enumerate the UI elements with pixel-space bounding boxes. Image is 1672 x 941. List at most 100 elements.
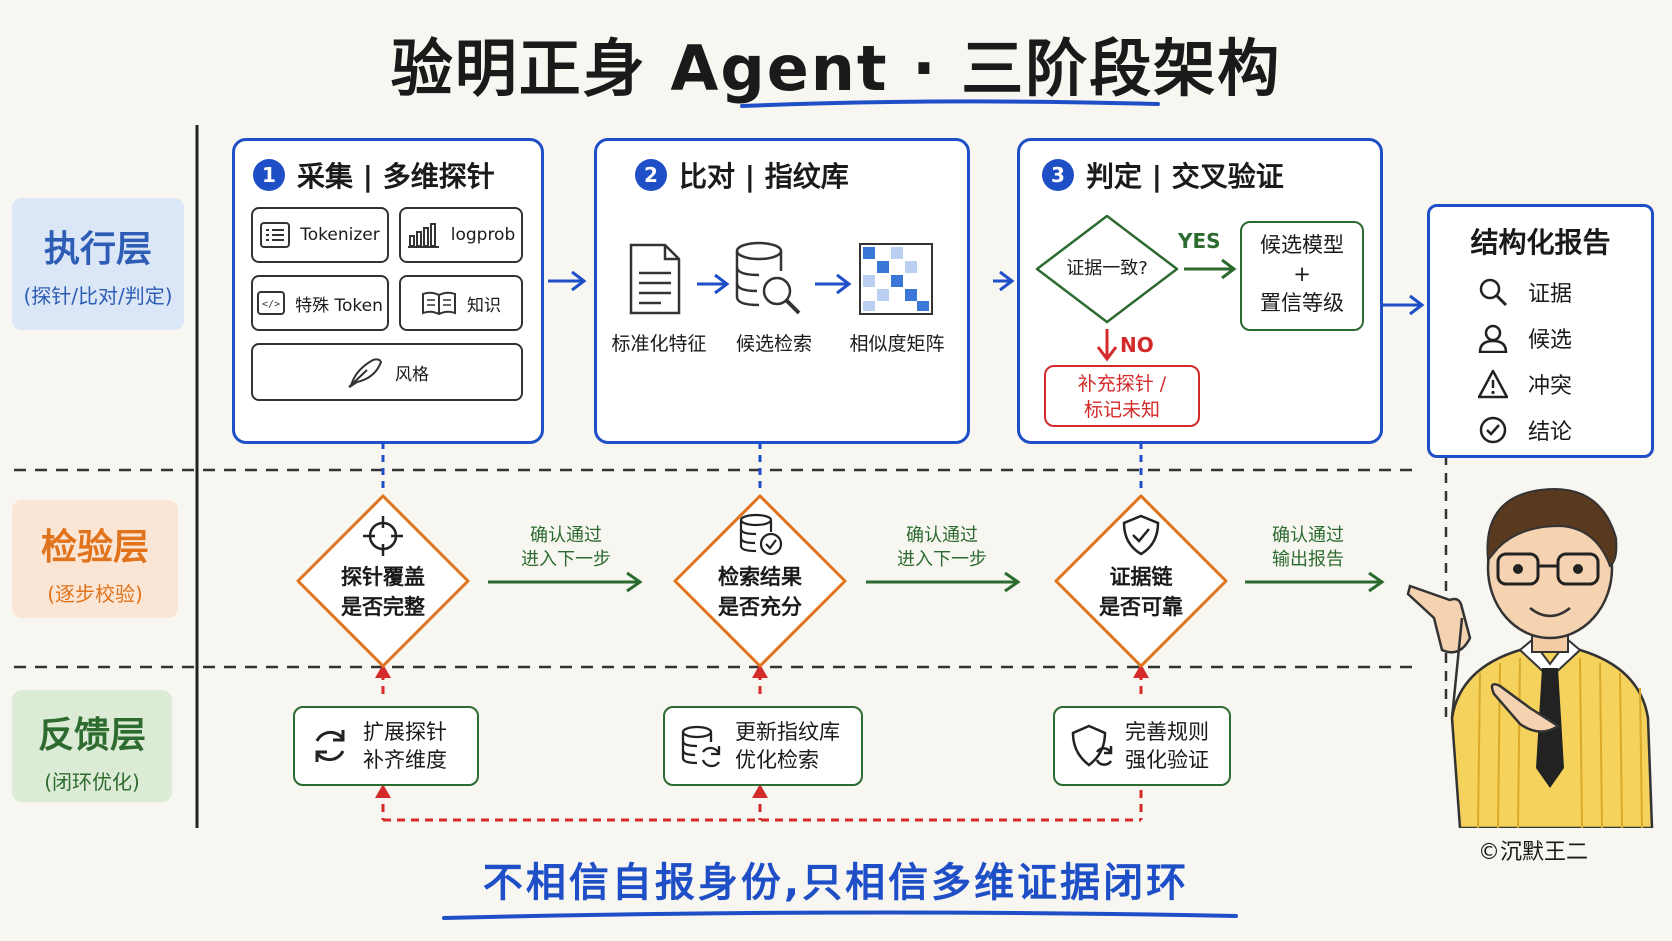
probe-knowledge: 知识	[399, 275, 523, 331]
layer-check: 检验层 (逐步校验)	[12, 500, 178, 618]
stage2-box: 2 比对 | 指纹库 标准化特征 候选检索 相似度矩阵	[594, 138, 970, 444]
report-item-conflict: 冲突	[1478, 361, 1651, 407]
stage1-number: 1	[253, 159, 285, 191]
warning-icon	[1478, 369, 1508, 399]
report-item-conclusion: 结论	[1478, 407, 1651, 453]
check-2-text: 检索结果 是否充分	[671, 562, 849, 622]
stage1-header: 1 采集 | 多维探针	[253, 155, 495, 195]
layer-exec: 执行层 (探针/比对/判定)	[12, 198, 184, 330]
probe-style: 风格	[251, 343, 523, 401]
probe-special-token: </> 特殊 Token	[251, 275, 389, 331]
layer-check-sub: (逐步校验)	[47, 582, 143, 606]
layer-feedback-sub: (闭环优化)	[44, 770, 140, 794]
stage2-arrows	[697, 273, 852, 295]
feedback-box-1: 扩展探针 补齐维度	[293, 706, 479, 786]
feedback-3-line1: 完善规则	[1125, 720, 1209, 744]
layer-check-name: 检验层	[40, 527, 149, 568]
feedback-2-line2: 优化检索	[735, 748, 819, 772]
svg-text:</>: </>	[262, 299, 280, 310]
check-1-text: 探针覆盖 是否完整	[294, 562, 472, 622]
feedback-1-line1: 扩展探针	[363, 720, 447, 744]
report-label: 冲突	[1528, 374, 1573, 399]
layer-feedback: 反馈层 (闭环优化)	[12, 690, 172, 802]
probe-tokenizer: Tokenizer	[251, 207, 389, 263]
decision-text: 证据一致?	[1066, 258, 1148, 279]
report-label: 结论	[1528, 420, 1573, 445]
search-icon	[1479, 278, 1508, 307]
link-2-line1: 确认通过	[906, 525, 978, 546]
report-label: 候选	[1528, 328, 1573, 353]
layer-feedback-name: 反馈层	[37, 715, 146, 756]
page-title: 验明正身 Agent · 三阶段架构	[390, 32, 1282, 105]
stage3-header: 3 判定 | 交叉验证	[1042, 155, 1284, 195]
stage3-title: 判定 | 交叉验证	[1086, 160, 1284, 193]
check-3-line2: 是否可靠	[1099, 595, 1183, 619]
database-search-icon	[735, 241, 801, 315]
feedback-box-2: 更新指纹库 优化检索	[663, 706, 863, 786]
link-2-line2: 进入下一步	[897, 549, 987, 570]
decision-arrows	[1096, 258, 1237, 362]
signature: ©沉默王二	[1478, 840, 1589, 865]
check-link-1: 确认通过 进入下一步	[496, 524, 636, 572]
refresh-icon	[315, 730, 345, 762]
plus-sign: +	[1293, 262, 1311, 286]
stage1-box: 1 采集 | 多维探针 Tokenizer logprob </> 特殊 Tok…	[232, 138, 544, 444]
link-1-line1: 确认通过	[530, 525, 602, 546]
check-diamond-1	[296, 494, 470, 668]
confidence-level: 置信等级	[1260, 291, 1344, 315]
layer-exec-sub: (探针/比对/判定)	[23, 284, 173, 308]
check-3-line1: 证据链	[1109, 565, 1173, 589]
shield-check-icon	[1122, 514, 1160, 556]
feedback-box-3: 完善规则 强化验证	[1053, 706, 1231, 786]
database-check-icon	[739, 513, 783, 556]
yes-result-box: 候选模型 + 置信等级	[1240, 221, 1364, 331]
link-3-line2: 输出报告	[1272, 549, 1344, 570]
check-2-line1: 检索结果	[718, 565, 802, 589]
user-icon	[1478, 324, 1508, 353]
database-refresh-icon	[681, 725, 721, 768]
candidate-model: 候选模型	[1260, 233, 1344, 257]
check-diamond-2	[673, 494, 847, 668]
link-1-line2: 进入下一步	[521, 549, 611, 570]
probe-label: 风格	[395, 364, 429, 385]
report-label: 证据	[1528, 282, 1573, 307]
check-diamond-3	[1054, 494, 1228, 668]
document-icon	[629, 243, 681, 315]
step-matrix: 相似度矩阵	[849, 333, 945, 355]
report-box: 结构化报告 证据 候选 冲突 结论	[1427, 204, 1654, 458]
crosshair-icon	[363, 516, 403, 556]
check-link-3: 确认通过 输出报告	[1238, 524, 1378, 572]
supplement-probe: 补充探针 /	[1077, 373, 1167, 395]
stage2-header: 2 比对 | 指纹库	[635, 155, 849, 195]
similarity-matrix-icon	[859, 243, 933, 315]
probe-logprob: logprob	[399, 207, 523, 263]
check-1-line1: 探针覆盖	[341, 565, 425, 589]
no-label: NO	[1120, 333, 1154, 357]
check-circle-icon	[1479, 416, 1507, 444]
decision-diamond	[1035, 214, 1179, 324]
report-title: 结构化报告	[1470, 226, 1611, 259]
probe-label: 特殊 Token	[295, 295, 383, 316]
title-underline	[740, 99, 1160, 108]
book-icon	[422, 291, 456, 316]
feedback-1-line2: 补齐维度	[363, 748, 447, 772]
step-normalize: 标准化特征	[611, 333, 707, 355]
no-result-box: 补充探针 / 标记未知	[1044, 365, 1200, 427]
stage3-box: 3 判定 | 交叉验证 证据一致? YES NO 候选模型 + 置信等级 补充探…	[1017, 138, 1383, 444]
probe-label: Tokenizer	[300, 225, 380, 245]
shield-refresh-icon	[1071, 724, 1113, 767]
step-retrieve: 候选检索	[735, 333, 812, 355]
check-link-2: 确认通过 进入下一步	[872, 524, 1012, 572]
stage1-title: 采集 | 多维探针	[297, 160, 495, 193]
link-3-line1: 确认通过	[1272, 525, 1344, 546]
code-icon: </>	[257, 291, 286, 315]
report-item-evidence: 证据	[1478, 269, 1651, 315]
check-2-line2: 是否充分	[718, 595, 802, 619]
yes-label: YES	[1178, 229, 1221, 253]
check-1-line2: 是否完整	[341, 595, 425, 619]
probe-label: 知识	[467, 295, 501, 316]
feedback-3-line2: 强化验证	[1125, 748, 1209, 772]
check-3-text: 证据链 是否可靠	[1052, 562, 1230, 622]
stage2-number: 2	[635, 159, 667, 191]
